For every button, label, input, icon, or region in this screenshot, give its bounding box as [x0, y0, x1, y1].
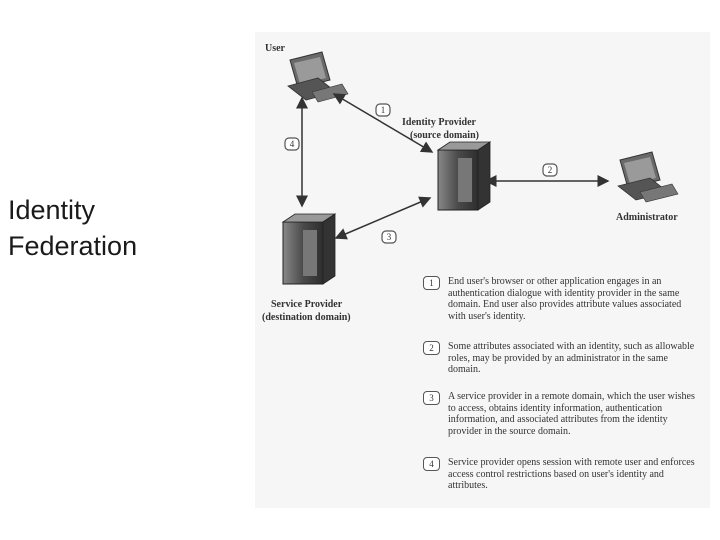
step-4-badge: 4 [423, 457, 440, 471]
slide-title: Identity Federation [8, 192, 137, 264]
step-1-text: End user's browser or other application … [448, 276, 682, 322]
arrow-user-idp [332, 93, 434, 153]
arrow-badge-2: 2 [542, 163, 558, 177]
idp-domain-label: (source domain) [410, 130, 479, 141]
administrator-computer-icon [617, 151, 679, 203]
step-1-badge: 1 [423, 276, 440, 290]
arrow-idp-sp [334, 196, 432, 240]
idp-name-label: Identity Provider [402, 117, 477, 128]
administrator-label: Administrator [616, 212, 678, 223]
sp-domain-label: (destination domain) [262, 312, 351, 323]
step-3-badge: 3 [423, 391, 440, 405]
step-2-badge: 2 [423, 341, 440, 355]
title-line-2: Federation [8, 231, 138, 261]
step-4-text: Service provider opens session with remo… [448, 457, 695, 491]
arrow-badge-1: 1 [375, 103, 391, 117]
step-3-text: A service provider in a remote domain, w… [448, 391, 695, 437]
user-computer-icon [287, 51, 349, 103]
identity-provider-server-icon [436, 141, 492, 211]
sp-name-label: Service Provider [271, 299, 343, 310]
step-2-text: Some attributes associated with an ident… [448, 341, 695, 375]
arrow-badge-4: 4 [284, 137, 300, 151]
arrow-badge-3: 3 [381, 230, 397, 244]
service-provider-server-icon [281, 213, 337, 285]
title-line-1: Identity [8, 195, 96, 225]
user-label: User [265, 43, 286, 54]
arrow-badge-3-text: 3 [387, 232, 392, 242]
arrow-badge-1-text: 1 [381, 105, 386, 115]
arrow-badge-2-text: 2 [548, 165, 553, 175]
arrow-badge-4-text: 4 [290, 139, 295, 149]
